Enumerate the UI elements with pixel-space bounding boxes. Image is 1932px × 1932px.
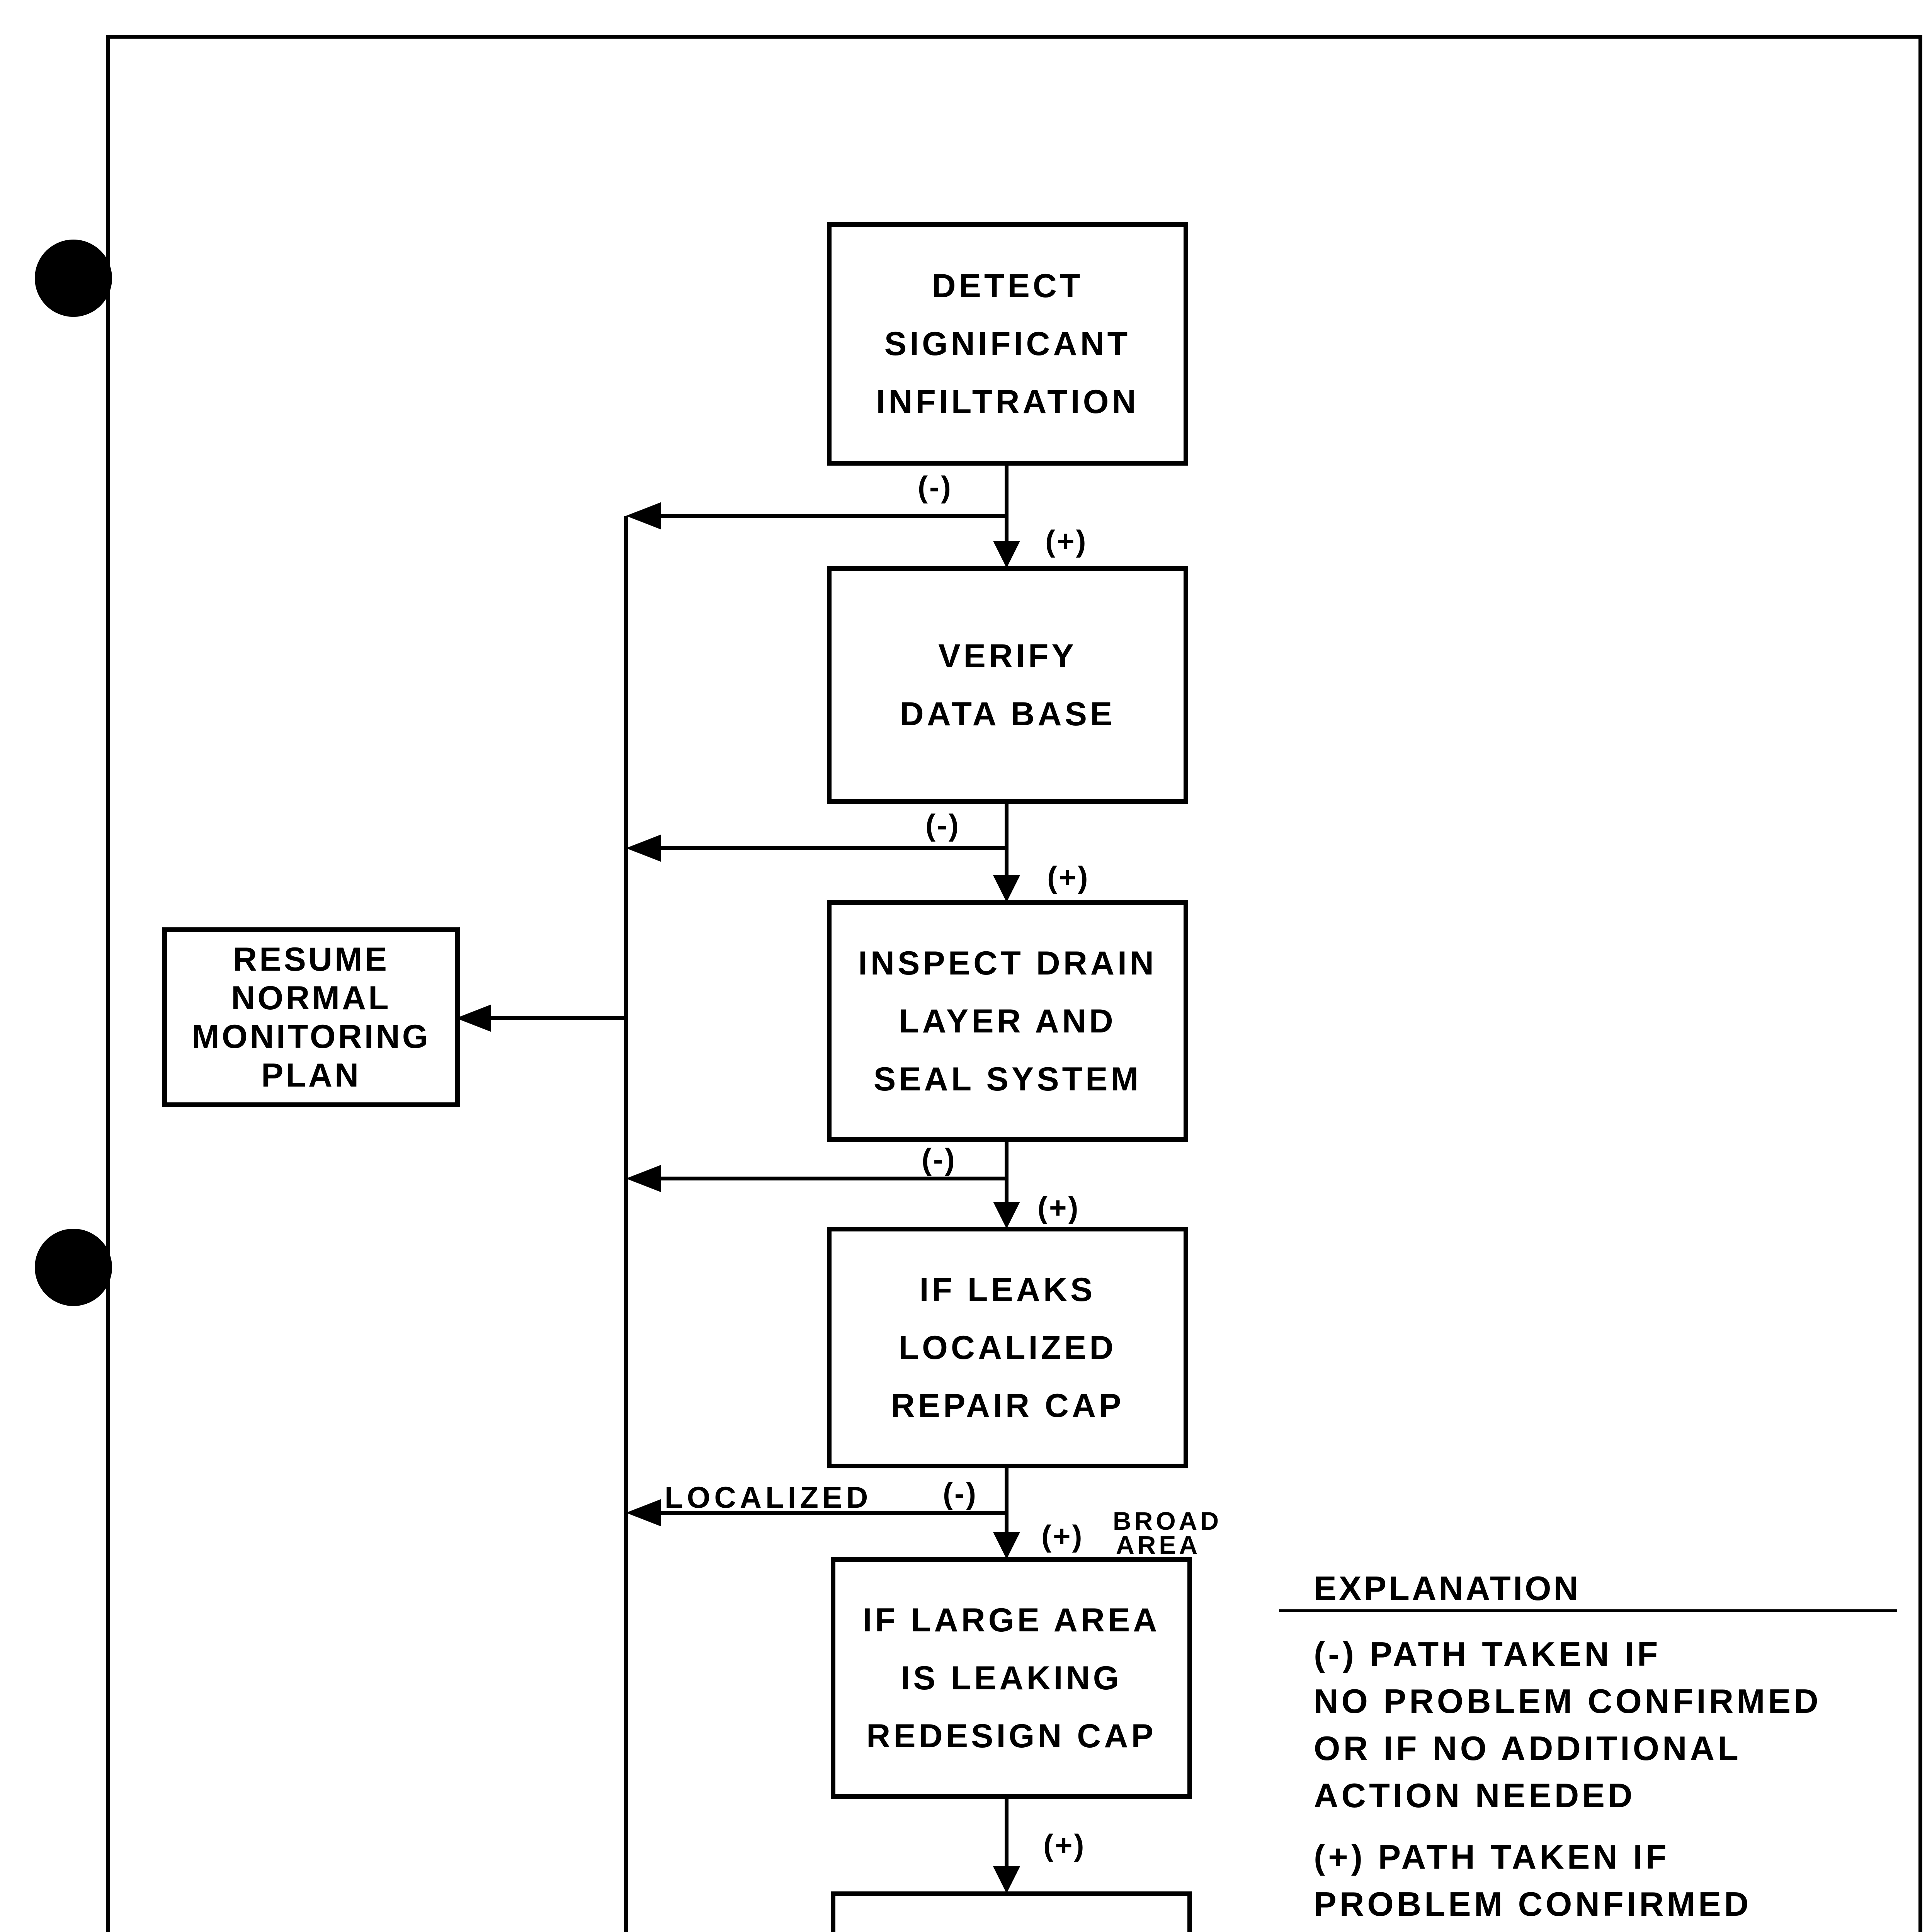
node-line: LAYER AND: [899, 1002, 1116, 1040]
node-line: INSPECT DRAIN: [858, 944, 1157, 982]
explanation-plus: (+) PATH TAKEN IF PROBLEM CONFIRMED: [1314, 1833, 1752, 1928]
broad-label-line: AREA: [1116, 1531, 1201, 1559]
node-line: IF LEAKS: [919, 1271, 1096, 1308]
node-line: LOCALIZED: [898, 1329, 1117, 1366]
broad-label-line: BROAD: [1113, 1507, 1222, 1535]
explanation-line: ACTION NEEDED: [1314, 1776, 1636, 1815]
node-line: SEAL SYSTEM: [873, 1060, 1142, 1098]
node-line: SIGNIFICANT: [884, 325, 1131, 362]
binder-hole-top: [35, 240, 112, 317]
node-verify: VERIFY DATA BASE: [827, 566, 1188, 804]
node-line: INFILTRATION: [876, 383, 1139, 420]
edge-label-plus: (+): [1043, 1828, 1086, 1862]
node-line: NORMAL: [231, 979, 391, 1017]
node-line: IF LARGE AREA: [862, 1601, 1160, 1639]
node-resume: RESUME NORMAL MONITORING PLAN: [162, 927, 460, 1107]
explanation-line: PROBLEM CONFIRMED: [1314, 1885, 1752, 1923]
edge-label-minus: (-): [925, 808, 960, 842]
arrowhead-repair: [993, 1202, 1020, 1229]
arrowhead-left-2: [626, 835, 661, 862]
node-redesign: IF LARGE AREA IS LEAKING REDESIGN CAP: [831, 1557, 1192, 1799]
node-line: IS LEAKING: [901, 1659, 1122, 1697]
node-inspect: INSPECT DRAIN LAYER AND SEAL SYSTEM: [827, 900, 1188, 1142]
edge-label-broad-area: BROAD AREA: [1113, 1507, 1222, 1559]
node-install: INSTALL NEW CAP SYSTEM: [831, 1891, 1192, 1932]
explanation-line: OR IF NO ADDITIONAL: [1314, 1729, 1742, 1767]
drawing-border: [106, 35, 1922, 1932]
explanation-line: (+) PATH TAKEN IF: [1314, 1838, 1670, 1876]
edge-label-plus: (+): [1037, 1190, 1080, 1225]
edge-label-localized: LOCALIZED: [665, 1480, 872, 1514]
node-line: PLAN: [261, 1056, 361, 1094]
arrowhead-redesign: [993, 1532, 1020, 1559]
edge-label-minus: (-): [922, 1142, 956, 1176]
edge-label-plus: (+): [1047, 860, 1090, 894]
node-line: REPAIR CAP: [891, 1387, 1124, 1424]
node-line: MONITORING: [192, 1018, 430, 1055]
explanation-line: NO PROBLEM CONFIRMED: [1314, 1682, 1821, 1720]
edge-label-plus: (+): [1041, 1519, 1084, 1553]
arrowhead-left-1: [626, 502, 661, 529]
arrowhead-left-3: [626, 1165, 661, 1192]
arrowhead-left-4: [626, 1499, 661, 1526]
arrowhead-resume: [456, 1005, 491, 1032]
arrowhead-inspect: [993, 875, 1020, 902]
explanation-title: EXPLANATION: [1314, 1569, 1581, 1607]
node-line: DATA BASE: [900, 695, 1116, 733]
arrowhead-install: [993, 1866, 1020, 1893]
node-repair: IF LEAKS LOCALIZED REPAIR CAP: [827, 1227, 1188, 1468]
node-line: RESUME: [233, 940, 389, 978]
node-line: VERIFY: [938, 637, 1077, 675]
node-line: DETECT: [932, 267, 1083, 304]
explanation-minus: (-) PATH TAKEN IF NO PROBLEM CONFIRMED O…: [1314, 1631, 1821, 1819]
explanation-line: (-) PATH TAKEN IF: [1314, 1635, 1661, 1673]
edge-label-minus: (-): [943, 1476, 978, 1510]
edge-label-plus: (+): [1045, 524, 1088, 558]
arrowhead-verify: [993, 541, 1020, 568]
explanation-rule: [1279, 1609, 1897, 1612]
edge-label-minus: (-): [918, 470, 952, 504]
binder-hole-middle: [35, 1229, 112, 1306]
node-line: REDESIGN CAP: [866, 1717, 1156, 1755]
node-detect: DETECT SIGNIFICANT INFILTRATION: [827, 222, 1188, 466]
